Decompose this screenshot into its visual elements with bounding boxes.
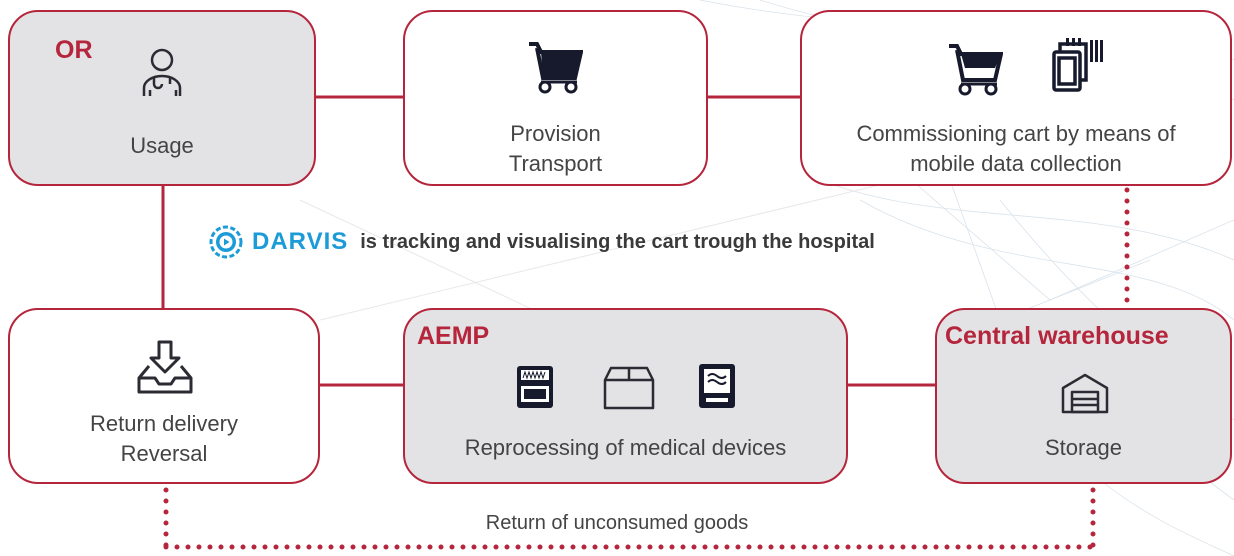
washer-icon: [697, 362, 737, 410]
node-warehouse-title: Central warehouse: [945, 322, 1169, 350]
node-return-label-line2: Reversal: [120, 441, 208, 466]
node-provision-label-line2: Transport: [508, 151, 603, 176]
tracking-banner: DARVIS is tracking and visualising the c…: [208, 222, 875, 262]
node-provision: Provision Transport: [403, 10, 708, 186]
node-return-label-line1: Return delivery: [90, 411, 238, 436]
node-aemp-label: Reprocessing of medical devices: [464, 435, 787, 460]
node-commissioning-label-line1: Commissioning cart by means of: [856, 121, 1176, 146]
node-or: OR Usage: [8, 10, 316, 186]
node-warehouse: Central warehouse Storage: [935, 308, 1232, 484]
doctor-icon: [140, 48, 184, 100]
node-warehouse-label: Storage: [1044, 435, 1123, 460]
node-or-label: Usage: [130, 133, 194, 158]
box-icon: [603, 364, 655, 410]
darvis-brand: DARVIS: [252, 228, 349, 255]
node-aemp: AEMP Reprocessing of: [403, 308, 848, 484]
node-return: Return delivery Reversal: [8, 308, 320, 484]
inbox-download-icon: [135, 338, 195, 396]
darvis-logo-icon: [208, 224, 244, 260]
node-aemp-title: AEMP: [417, 322, 490, 350]
cart-icon: [947, 42, 1003, 96]
node-commissioning-label-line2: mobile data collection: [910, 151, 1122, 176]
sterilizer-icon: [515, 364, 555, 410]
scanner-icon: [1050, 36, 1104, 92]
cart-icon: [527, 40, 583, 94]
node-or-title: OR: [55, 36, 93, 64]
node-provision-label-line1: Provision: [510, 121, 601, 146]
return-loop-label: Return of unconsumed goods: [485, 512, 749, 534]
warehouse-icon: [1061, 372, 1109, 414]
node-commissioning: Commissioning cart by means of mobile da…: [800, 10, 1232, 186]
tracking-text: is tracking and visualising the cart tro…: [360, 230, 875, 253]
